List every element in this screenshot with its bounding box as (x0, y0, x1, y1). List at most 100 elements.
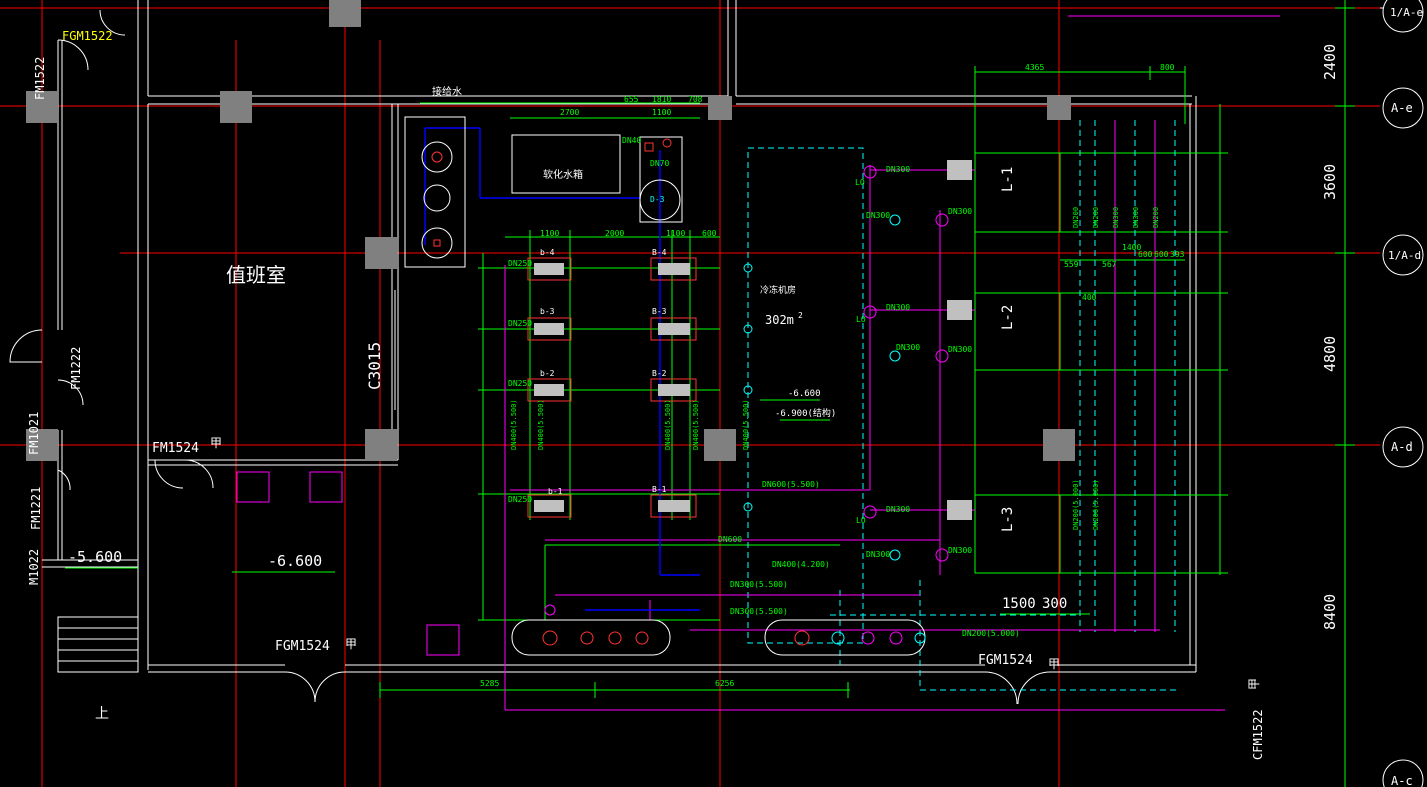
magenta-pipes (236, 15, 1280, 711)
softened-tank-label: 软化水箱 (543, 168, 583, 181)
dim-pump-4: 600 (702, 229, 717, 238)
door-fm1221: FM1221 (29, 487, 43, 530)
window-c3015: C3015 (365, 342, 384, 390)
pipe-dn300-7: DN300 (886, 505, 910, 514)
dim-pump-1: 1100 (540, 229, 559, 238)
dim-800: 800 (1160, 63, 1175, 72)
pipe-v-dn300-1: DN300 (1112, 207, 1120, 228)
door-fm1524: FM1524 (152, 441, 199, 456)
equipment-red (431, 138, 810, 646)
door-fgm1524-b: FGM1524 (978, 653, 1033, 668)
pipe-dn300-3: DN300 (948, 207, 972, 216)
door-swings (9, 9, 1051, 705)
pump-B3: B-3 (652, 307, 667, 316)
dim-300: 300 (1042, 596, 1067, 612)
pump-B1: B-1 (652, 485, 667, 494)
pipe-dn300-8: DN300 (866, 550, 890, 559)
pipe-dn300-5500-a: DN300(5.500) (730, 580, 788, 589)
dim-5285: 5285 (480, 679, 499, 688)
labels-green-vertical: DN200 DN200 DN300 DN300 DN200 DN400(5.50… (510, 207, 1160, 530)
pump-B2: B-2 (652, 369, 667, 378)
up-label: 上 (95, 706, 109, 722)
pipe-dn250-3: DN250 (508, 379, 532, 388)
dim-559: 559 (1064, 260, 1079, 269)
chiller-l2: L-2 (1000, 305, 1016, 330)
door-fm1522: FM1522 (33, 57, 47, 100)
dim-600a: 600 (1138, 250, 1153, 259)
axis-label-1ae: 1/A-e (1390, 6, 1423, 19)
pipe-dn300-9: DN300 (948, 546, 972, 555)
pipe-v-dn300-2: DN300 (1132, 207, 1140, 228)
pipe-v-dn400-5500-5: DN400(5.500) (742, 399, 750, 450)
pipe-dn250-4: DN250 (508, 495, 532, 504)
columns (26, 0, 1075, 461)
level-b: -6.600 (268, 552, 322, 570)
duty-room-label: 值班室 (226, 263, 286, 287)
door-m1022: M1022 (27, 549, 41, 585)
dim-6256: 6256 (715, 679, 734, 688)
dim-3600: 3600 (1321, 164, 1339, 200)
cyan-nodes (743, 214, 926, 645)
pipe-dn300-6: DN300 (948, 345, 972, 354)
pump-b2: b-2 (540, 369, 555, 378)
pipe-lo-3: LO (856, 516, 866, 525)
dim-pump-3: 1100 (666, 229, 685, 238)
pipe-dn600: DN600 (718, 535, 742, 544)
pipe-dn250-1: DN250 (508, 259, 532, 268)
chiller-area-sup: 2 (798, 311, 803, 320)
chiller-l1: L-1 (1000, 167, 1016, 192)
chiller-area: 302m (765, 313, 794, 327)
pump-b4: b-4 (540, 248, 555, 257)
dim-1810: 1810 (652, 95, 671, 104)
pump-labels: b-4 b-3 b-2 b-1 B-4 B-3 B-2 B-1 D-3 (540, 195, 667, 496)
dim-1100-top: 1100 (652, 108, 671, 117)
axis-label-ad: A-d (1391, 440, 1413, 454)
valve-nodes (544, 165, 949, 645)
water-supply-label: 接给水 (432, 85, 462, 98)
dim-708: 708 (688, 95, 703, 104)
equipment (404, 116, 926, 656)
pipe-v-dn200-5000-2: DN200(5.000) (1092, 479, 1100, 530)
level-c: -6.600 (788, 389, 821, 399)
jia-4: 甲 (1247, 678, 1261, 690)
pipe-v-dn200-1: DN200 (1072, 207, 1080, 228)
pipe-dn600-5500: DN600(5.500) (762, 480, 820, 489)
dim-1500: 1500 (1002, 596, 1036, 612)
jia-1: 甲 (210, 436, 222, 450)
pipe-v-dn400-5500-1: DN400(5.500) (510, 399, 518, 450)
pipe-dn250-2: DN250 (508, 319, 532, 328)
pipe-dn200-5000: DN200(5.000) (962, 629, 1020, 638)
door-fgm1522: FGM1522 (62, 29, 113, 43)
pipe-dn300-2: DN300 (866, 211, 890, 220)
dim-pump-2: 2000 (605, 229, 624, 238)
pipe-dn300-1: DN300 (886, 165, 910, 174)
dim-600b: 600 (1154, 250, 1169, 259)
level-d: -6.900(结构) (775, 407, 836, 419)
tank-d3: D-3 (650, 195, 665, 204)
pipe-v-dn400-5500-3: DN400(5.500) (664, 399, 672, 450)
dim-2700: 2700 (560, 108, 579, 117)
pipe-lo-2: LO (856, 315, 866, 324)
pipe-v-dn400-5500-4: DN400(5.500) (692, 399, 700, 450)
dim-567: 567 (1102, 260, 1117, 269)
pipe-dn300-5500-b: DN300(5.500) (730, 607, 788, 616)
pump-motors (534, 160, 972, 520)
pipe-dn300-5: DN300 (896, 343, 920, 352)
pipe-v-dn200-2: DN200 (1092, 207, 1100, 228)
axis-label-1ad: 1/A-d (1388, 249, 1421, 262)
axis-label-ac: A-c (1391, 774, 1413, 787)
dim-1400: 1400 (1122, 243, 1141, 252)
pipe-dn400-4200: DN400(4.200) (772, 560, 830, 569)
chiller-room-label: 冷冻机房 (760, 284, 796, 296)
door-cfm1522: CFM1522 (1251, 709, 1265, 760)
pipe-dn40: DN40 (622, 136, 641, 145)
labels-white: 值班室 -5.600 -6.600 FM1524 FGM1524 FGM1524… (68, 6, 1423, 787)
dim-2400: 2400 (1321, 44, 1339, 80)
pipe-lo-1: LO (855, 178, 865, 187)
level-a: -5.600 (68, 548, 122, 566)
dim-393: 393 (1170, 250, 1185, 259)
pipe-dn300-4: DN300 (886, 303, 910, 312)
door-fm1222: FM1222 (69, 347, 83, 390)
labels-green: 4365 800 2700 655 1810 708 1100 1100 200… (480, 63, 1185, 688)
